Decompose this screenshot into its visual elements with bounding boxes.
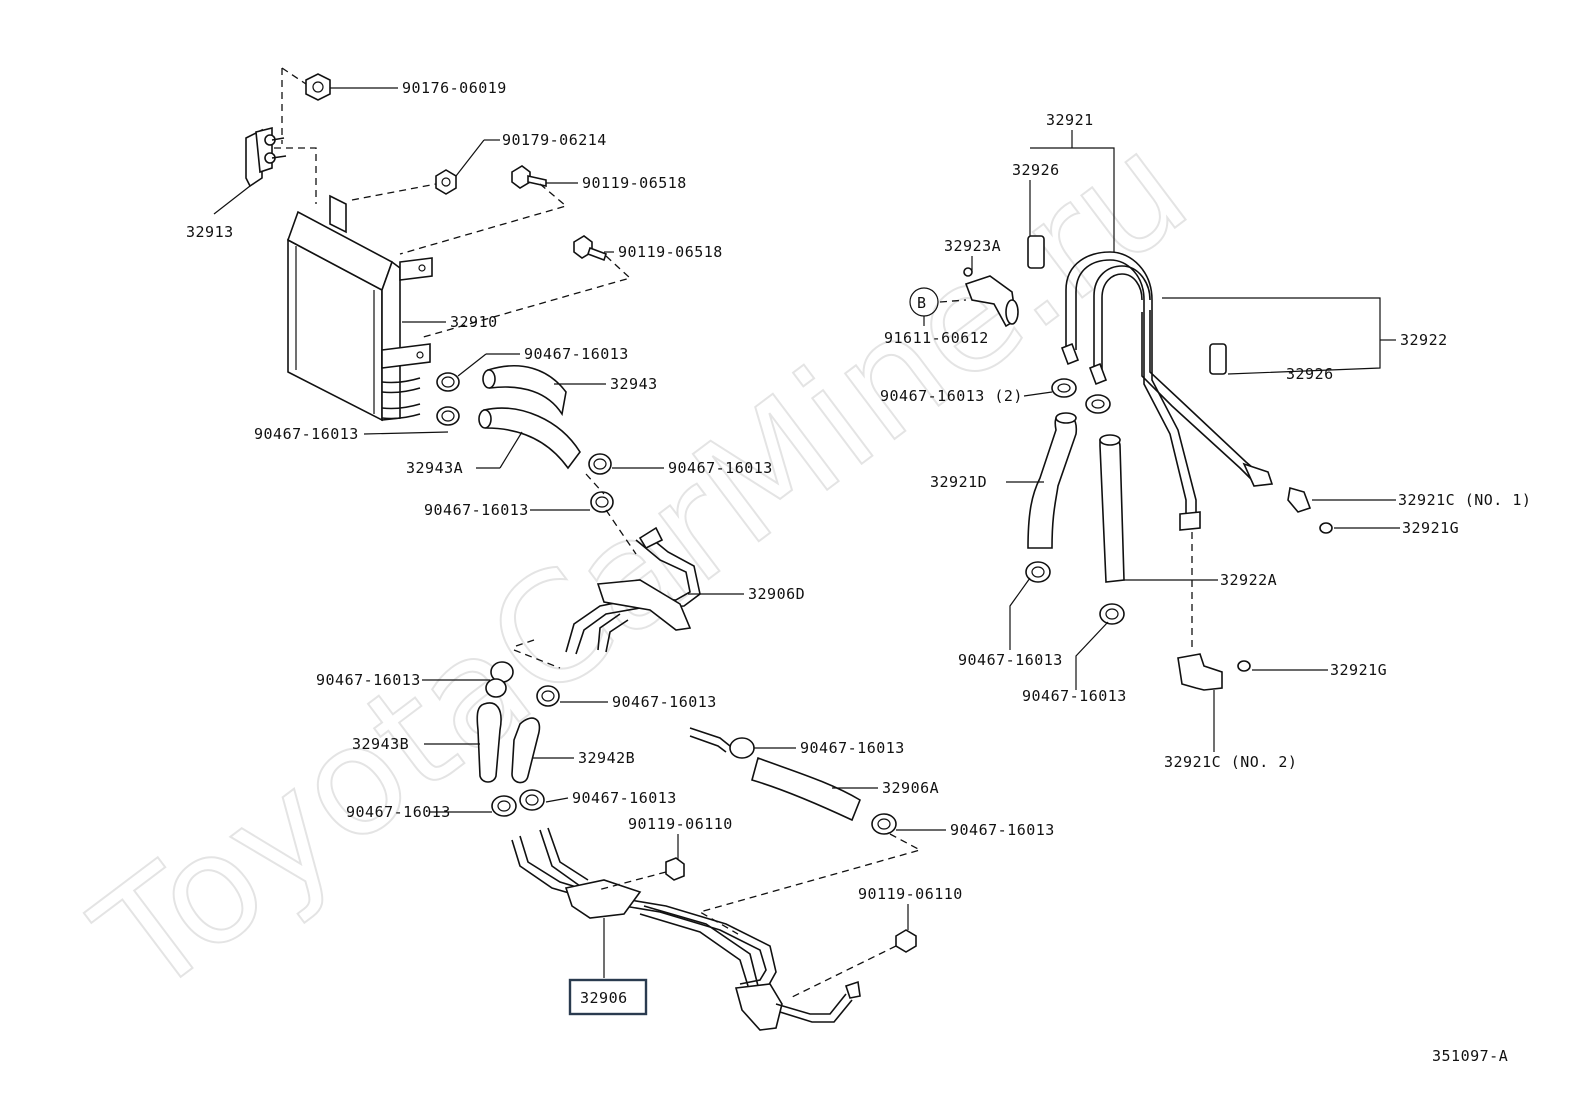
label-32922[interactable]: 32922 [1400, 331, 1448, 349]
hose-32906A [689, 727, 897, 835]
label-90467-16013-c[interactable]: 90467-16013 [668, 459, 773, 477]
fitting-32921C-no2 [1177, 653, 1223, 691]
label-90179-06214[interactable]: 90179-06214 [502, 131, 607, 149]
label-90467-16013-k[interactable]: 90467-16013 (2) [880, 387, 1023, 405]
pipe-32906D [565, 526, 701, 655]
clamp-90467-f [536, 685, 560, 707]
clamp-90467-k [1051, 378, 1111, 414]
label-90467-16013-e[interactable]: 90467-16013 [316, 671, 421, 689]
label-32922A[interactable]: 32922A [1220, 571, 1277, 589]
label-90467-16013-f[interactable]: 90467-16013 [612, 693, 717, 711]
clamp-32923A [963, 267, 1019, 328]
pipe-32906 [511, 827, 861, 1031]
label-32913[interactable]: 32913 [186, 223, 234, 241]
label-32921G-b[interactable]: 32921G [1330, 661, 1387, 679]
diagram-code: 351097-A [1432, 1047, 1508, 1065]
label-32921G-a[interactable]: 32921G [1402, 519, 1459, 537]
hose-32922A [1099, 434, 1125, 583]
label-32926-a[interactable]: 32926 [1012, 161, 1060, 179]
label-32910[interactable]: 32910 [450, 313, 498, 331]
part-labels: 90176-06019 90179-06214 90119-06518 9011… [186, 79, 1531, 1065]
clamp-90467-h [519, 789, 545, 811]
label-90467-16013-a[interactable]: 90467-16013 [524, 345, 629, 363]
oring-32921G-a [1319, 522, 1333, 534]
bolt-90119-06518-a [511, 165, 547, 189]
clamp-90467-g [491, 795, 517, 817]
clamp-90467-d [590, 491, 614, 513]
label-90119-06110-b[interactable]: 90119-06110 [858, 885, 963, 903]
label-32943[interactable]: 32943 [610, 375, 658, 393]
label-90176-06019[interactable]: 90176-06019 [402, 79, 507, 97]
label-32921D[interactable]: 32921D [930, 473, 987, 491]
marker-b: B [917, 294, 927, 312]
hose-32921D [1027, 412, 1078, 549]
label-32926-b[interactable]: 32926 [1286, 365, 1334, 383]
pipe-32921 [1060, 251, 1274, 531]
label-90467-16013-i[interactable]: 90467-16013 [800, 739, 905, 757]
label-32921C-no1[interactable]: 32921C (NO. 1) [1398, 491, 1531, 509]
label-32943B[interactable]: 32943B [352, 735, 409, 753]
bolt-90119-06110-b [895, 929, 917, 953]
oring-32921G-b [1237, 660, 1251, 672]
label-32942B[interactable]: 32942B [578, 749, 635, 767]
clamp-90467-l [1025, 561, 1051, 583]
oil-cooler-32910 [287, 194, 433, 422]
nut-90179-06214 [435, 169, 457, 195]
highlight-box-32906[interactable] [568, 978, 648, 1016]
label-90467-16013-g[interactable]: 90467-16013 [346, 803, 451, 821]
label-32943A[interactable]: 32943A [406, 459, 463, 477]
label-90467-16013-m[interactable]: 90467-16013 [1022, 687, 1127, 705]
label-90119-06518-a[interactable]: 90119-06518 [582, 174, 687, 192]
label-32906A[interactable]: 32906A [882, 779, 939, 797]
bolt-90119-06518-b [573, 235, 608, 262]
clamp-90467-a [436, 372, 460, 426]
hose-32943B [476, 702, 502, 783]
fitting-32921C-no1 [1287, 486, 1312, 513]
label-32906[interactable]: 32906 [580, 989, 628, 1007]
hose-32943 [482, 365, 567, 417]
hose-32943A [478, 407, 581, 470]
label-32923A[interactable]: 32923A [944, 237, 1001, 255]
label-90467-16013-b[interactable]: 90467-16013 [254, 425, 359, 443]
label-32921[interactable]: 32921 [1046, 111, 1094, 129]
label-32921C-no2[interactable]: 32921C (NO. 2) [1164, 753, 1297, 771]
clamp-90467-c [588, 453, 612, 475]
sleeve-32926-a [1027, 235, 1045, 269]
nut-90176-06019 [305, 73, 331, 101]
label-32906D[interactable]: 32906D [748, 585, 805, 603]
label-90467-16013-h[interactable]: 90467-16013 [572, 789, 677, 807]
clamp-90467-e [485, 661, 514, 698]
leader-lines [213, 87, 1400, 978]
sleeve-32926-b [1209, 343, 1227, 375]
label-90119-06110-a[interactable]: 90119-06110 [628, 815, 733, 833]
label-90467-16013-j[interactable]: 90467-16013 [950, 821, 1055, 839]
label-90119-06518-b[interactable]: 90119-06518 [618, 243, 723, 261]
bracket-32913 [245, 126, 287, 188]
clamp-90467-m [1099, 603, 1125, 625]
label-90467-16013-l[interactable]: 90467-16013 [958, 651, 1063, 669]
bolt-90119-06110-a [665, 857, 685, 881]
label-90467-16013-d[interactable]: 90467-16013 [424, 501, 529, 519]
hose-32942B [511, 717, 541, 784]
label-91611-60612[interactable]: 91611-60612 [884, 329, 989, 347]
